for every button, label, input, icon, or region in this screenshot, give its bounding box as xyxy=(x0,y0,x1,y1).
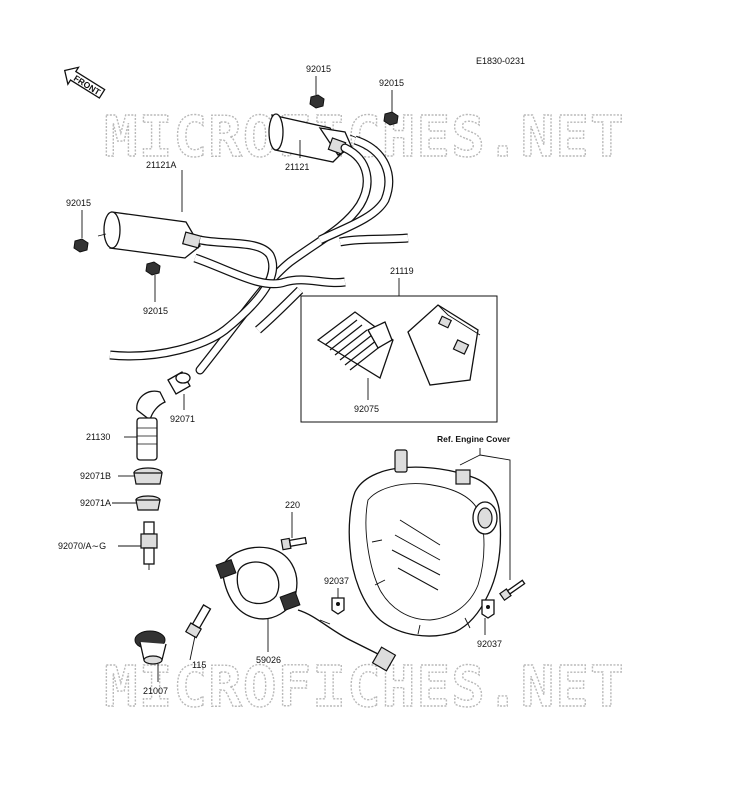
front-arrow-icon: FRONT xyxy=(63,66,106,99)
nut-92015-left-bottom xyxy=(145,261,161,276)
label-92015-top-left: 92015 xyxy=(306,64,331,74)
nut-92015-left-top xyxy=(73,238,89,253)
watermark-top: MICROFICHES.NET xyxy=(104,105,625,170)
label-92015-left-bottom: 92015 xyxy=(143,306,168,316)
label-21007: 21007 xyxy=(143,686,168,696)
label-21119: 21119 xyxy=(390,266,414,276)
label-92015-left-top: 92015 xyxy=(66,198,91,208)
label-21130: 21130 xyxy=(86,432,110,442)
label-21121a: 21121A xyxy=(146,160,176,170)
figure-code: E1830-0231 xyxy=(476,56,525,66)
ignition-coil-21121a xyxy=(97,211,203,259)
leader-lines xyxy=(81,76,511,682)
label-spark-plug: 92070/A∼G xyxy=(58,541,106,551)
high-tension-leads xyxy=(109,135,409,375)
pickup-coil-59026 xyxy=(215,546,397,672)
label-59026: 59026 xyxy=(256,655,281,665)
seal-92071b xyxy=(133,467,163,485)
front-label: FRONT xyxy=(72,73,103,97)
watermark-bottom: MICROFICHES.NET xyxy=(104,655,625,720)
ref-engine-cover-note: Ref. Engine Cover xyxy=(437,434,511,444)
cover-bolt xyxy=(499,579,526,601)
label-220: 220 xyxy=(285,500,300,510)
engine-cover xyxy=(348,449,502,637)
label-21121: 21121 xyxy=(285,162,309,172)
igniter-finned-unit xyxy=(316,311,394,379)
spark-plug xyxy=(140,521,158,570)
igniter-92075 xyxy=(407,304,481,386)
clamp-92037-right xyxy=(481,599,495,619)
spark-plug-cap-21130 xyxy=(136,390,166,461)
label-92015-top-right: 92015 xyxy=(379,78,404,88)
label-92075: 92075 xyxy=(354,404,379,414)
label-115: 115 xyxy=(192,660,206,670)
cap-21007 xyxy=(134,630,167,665)
label-92037-left: 92037 xyxy=(324,576,349,586)
cap-boot-92071 xyxy=(167,371,191,395)
seal-92071a xyxy=(135,495,161,511)
label-92071b: 92071B xyxy=(80,471,111,481)
clamp-92037-left xyxy=(331,597,345,615)
nut-92015-top-left xyxy=(309,94,325,109)
bolt-220 xyxy=(280,536,308,551)
label-92071: 92071 xyxy=(170,414,195,424)
label-92037-right: 92037 xyxy=(477,639,502,649)
bolt-115 xyxy=(184,604,212,639)
label-92071a: 92071A xyxy=(80,498,111,508)
